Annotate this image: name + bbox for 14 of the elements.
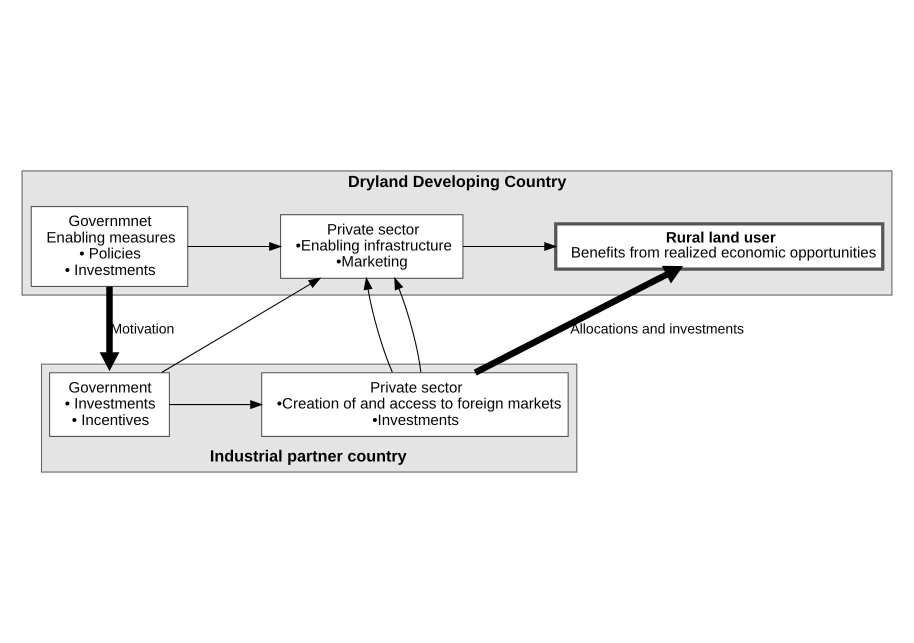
arrow [161,278,322,373]
arrow [394,276,422,372]
edge-label: Allocations and investments [570,320,744,336]
node-box: Governmnet Enabling measures • Policies • Investments [30,206,188,287]
arrow [169,400,264,410]
arrow [463,242,558,252]
arrow [100,286,120,372]
node-box: Private sector •Enabling infrastructure •Marketing [280,214,464,279]
arrow [474,266,684,376]
edge-label: Motivation [110,320,174,336]
node-box: Private sector •Creation of and access to foreign markets •Investments [261,372,569,437]
arrow [188,242,282,252]
node-box: Rural land user Benefits from realized economic opportunities [554,222,884,271]
node-box: Government • Investments • Incentives [49,372,170,437]
